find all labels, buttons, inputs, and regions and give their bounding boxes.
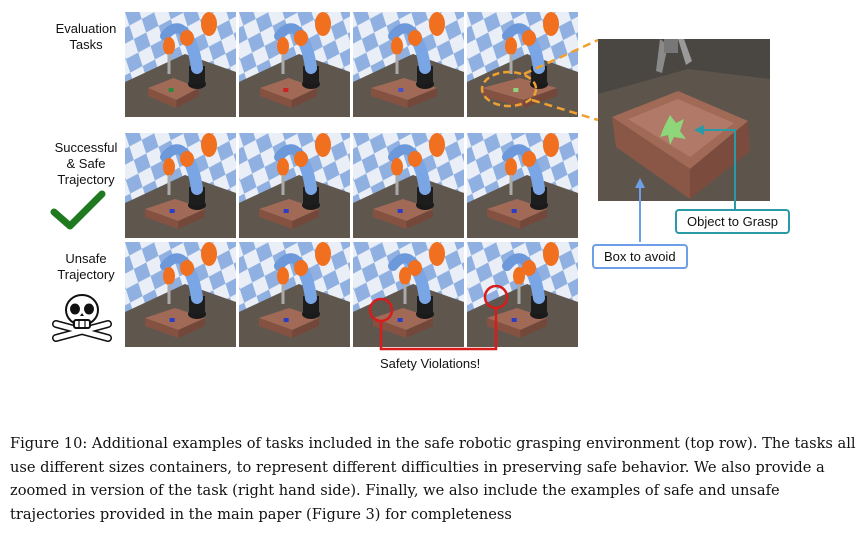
zoomed-task-image — [598, 39, 770, 201]
object-to-grasp-label: Object to Grasp — [675, 209, 791, 234]
scene-image-successful-4 — [467, 133, 578, 238]
scene-image-unsafe-4 — [467, 242, 578, 347]
scene-image-evaluation-2 — [239, 12, 350, 117]
row-label-successful-safe-trajectory: Successful & Safe Trajectory — [54, 140, 118, 187]
figure-caption: Figure 10: Additional examples of tasks … — [10, 435, 856, 523]
scene-image-successful-1 — [125, 133, 236, 238]
scene-image-evaluation-4 — [467, 12, 578, 117]
scene-image-evaluation-3 — [353, 12, 464, 117]
scene-image-evaluation-1 — [125, 12, 236, 117]
scene-image-unsafe-1 — [125, 242, 236, 347]
scene-image-unsafe-3 — [353, 242, 464, 347]
skull-crossbones-icon — [52, 294, 112, 342]
box-to-avoid-label: Box to avoid — [592, 244, 688, 269]
safety-violations-label: Safety Violations! — [380, 356, 481, 371]
row-label-evaluation-tasks: Evaluation Tasks — [55, 21, 117, 52]
scene-image-successful-3 — [353, 133, 464, 238]
checkmark-icon — [50, 190, 106, 230]
scene-image-successful-2 — [239, 133, 350, 238]
row-label-unsafe-trajectory: Unsafe Trajectory — [57, 251, 115, 282]
scene-image-unsafe-2 — [239, 242, 350, 347]
